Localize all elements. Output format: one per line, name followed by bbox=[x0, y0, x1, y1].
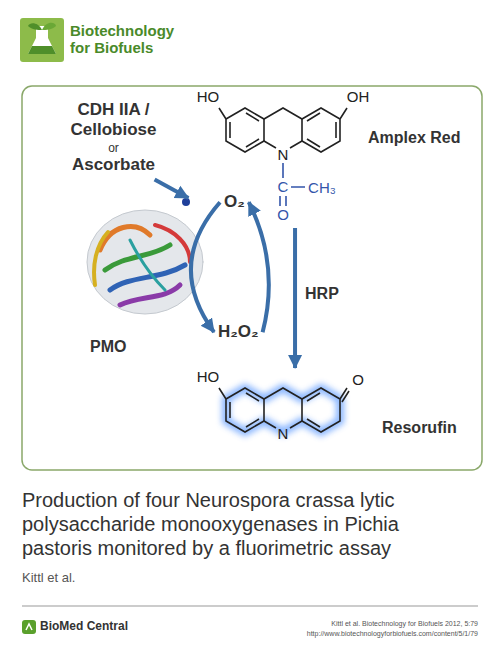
journal-name: Biotechnology for Biofuels bbox=[70, 22, 185, 56]
reaction-arrow bbox=[155, 180, 189, 198]
reductant-group: CDH IIA / CellobioseorAscorbate bbox=[45, 100, 182, 180]
molecule-label: O₂ bbox=[220, 190, 249, 214]
reaction-arrow bbox=[191, 202, 220, 332]
molecule-label: H₂O₂ bbox=[214, 320, 263, 344]
protein-structure bbox=[87, 198, 203, 314]
node-text: or bbox=[45, 141, 182, 155]
node-text: O₂ bbox=[224, 192, 245, 212]
atom-label: N bbox=[278, 426, 289, 443]
title: Production of four Neurospora crassa lyt… bbox=[22, 488, 472, 560]
substrate-molecule: Amplex Red bbox=[200, 86, 470, 228]
citation-url: http://www.biotechnologyforbiofuels.com/… bbox=[307, 630, 478, 638]
rule bbox=[22, 606, 478, 607]
publisher-logo bbox=[22, 620, 36, 634]
citation: Kittl et al. Biotechnology for Biofuels … bbox=[331, 620, 478, 628]
frame bbox=[22, 86, 482, 470]
atom-label: HO bbox=[197, 369, 220, 386]
node-text: Resorufin bbox=[382, 418, 457, 437]
product-molecule: Resorufin bbox=[200, 368, 462, 452]
atom-label: OH bbox=[347, 89, 370, 106]
node-text: CDH IIA / Cellobiose bbox=[45, 100, 182, 141]
journal-logo bbox=[20, 18, 64, 62]
atom-label: CH₃ bbox=[308, 180, 336, 197]
enzyme-structure: PMO bbox=[75, 198, 210, 360]
reaction-arrow bbox=[249, 202, 269, 332]
reaction-arrow bbox=[293, 228, 297, 368]
node-text: Amplex Red bbox=[368, 128, 460, 147]
atom-label: C bbox=[278, 179, 289, 196]
edge-label: HRP bbox=[303, 284, 341, 304]
node-text: H₂O₂ bbox=[218, 322, 259, 342]
author-line: Kittl et al. bbox=[22, 571, 75, 585]
atom-label: O bbox=[277, 207, 289, 224]
publisher-name: BioMed Central bbox=[40, 620, 128, 633]
node-text: PMO bbox=[90, 337, 126, 356]
atom-label: HO bbox=[197, 89, 220, 106]
node-text: Ascorbate bbox=[45, 155, 182, 175]
amplex-red-structure bbox=[219, 108, 347, 206]
atom-label: N bbox=[278, 147, 289, 164]
atom-label: O bbox=[352, 372, 364, 389]
